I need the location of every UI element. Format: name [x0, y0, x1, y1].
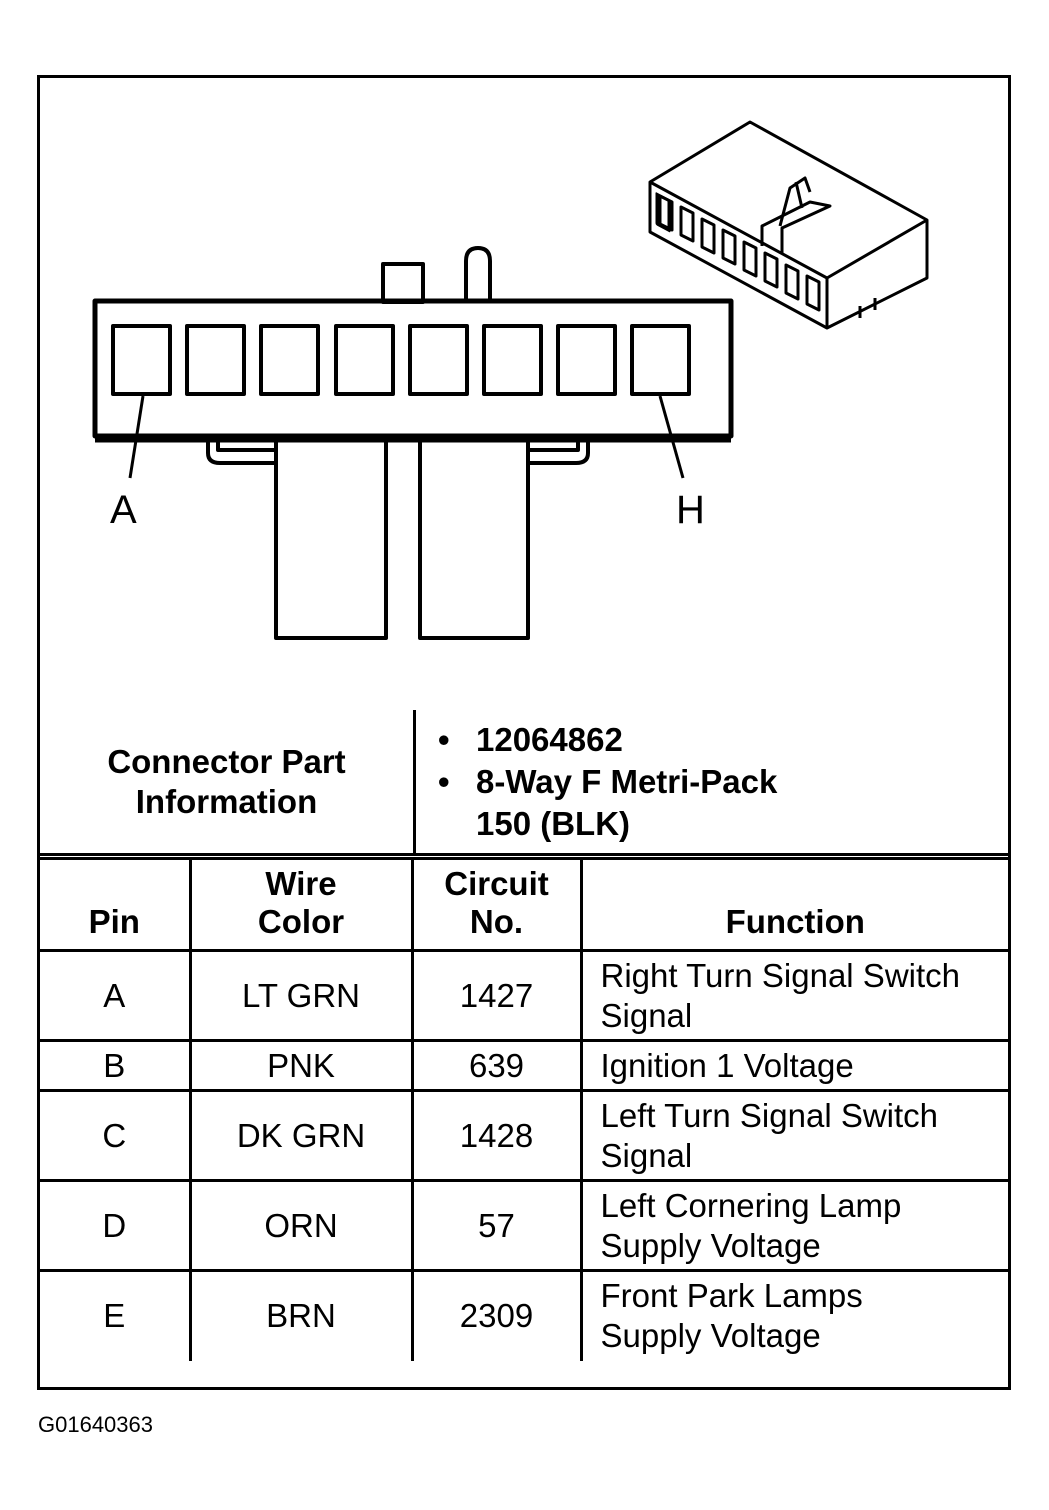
pin-cavity-e: [408, 324, 469, 396]
pin-label-h: H: [676, 488, 705, 532]
pin-table-header: Pin Wire Color Circuit No. Function: [40, 857, 1008, 952]
pin-cell: D: [40, 1179, 192, 1272]
connector-tab: [381, 262, 425, 304]
leader-line-a: [128, 395, 145, 479]
header-pin: Pin: [40, 857, 192, 952]
pin-cell: E: [40, 1269, 192, 1361]
figure-code: G01640363: [38, 1412, 153, 1437]
function-cell: Ignition 1 Voltage: [579, 1039, 1008, 1092]
wire-harness-left: [274, 438, 388, 640]
connector-part-info-label: Connector Part Information: [40, 710, 416, 856]
connector-figure-frame: A H Connector Part Information 12064862 …: [37, 75, 1011, 1390]
circuit-cell: 2309: [410, 1269, 583, 1361]
wire-color-cell: DK GRN: [188, 1089, 414, 1182]
pin-cavity-d: [334, 324, 395, 396]
wire-color-cell: PNK: [188, 1039, 414, 1092]
function-cell: Left Turn Signal Switch Signal: [579, 1089, 1008, 1182]
function-cell: Front Park Lamps Supply Voltage: [579, 1269, 1008, 1361]
table-row: B PNK 639 Ignition 1 Voltage: [40, 1039, 1008, 1092]
wire-color-cell: LT GRN: [188, 949, 414, 1042]
wire-color-cell: ORN: [188, 1179, 414, 1272]
connector-isometric-view: [648, 120, 929, 330]
function-cell: Right Turn Signal Switch Signal: [579, 949, 1008, 1042]
wire-color-cell: BRN: [188, 1269, 414, 1361]
pin-table: Pin Wire Color Circuit No. Function A LT…: [40, 857, 1008, 1361]
connector-clip-right: [528, 440, 590, 465]
table-row: D ORN 57 Left Cornering Lamp Supply Volt…: [40, 1179, 1008, 1272]
pin-cavity-h: [630, 324, 691, 396]
connector-drawing: [92, 120, 929, 640]
pin-label-a: A: [110, 488, 137, 532]
connector-part-info-table: Connector Part Information 12064862 8-Wa…: [40, 710, 1008, 856]
circuit-cell: 57: [410, 1179, 583, 1272]
leader-line-h: [658, 395, 685, 479]
pin-cavity-a: [111, 324, 172, 396]
connector-body: [92, 298, 734, 439]
connector-diagram: A H: [40, 78, 1008, 710]
header-wire-color: Wire Color: [188, 857, 414, 952]
wire-harness-right: [418, 438, 530, 640]
pin-cell: B: [40, 1039, 192, 1092]
pin-cavity-c: [259, 324, 320, 396]
table-row: E BRN 2309 Front Park Lamps Supply Volta…: [40, 1269, 1008, 1361]
header-circuit: Circuit No.: [410, 857, 583, 952]
circuit-cell: 1427: [410, 949, 583, 1042]
pin-cavity-f: [482, 324, 543, 396]
connector-description-cont: 150 (BLK): [476, 804, 631, 842]
connector-latch: [464, 246, 492, 301]
connector-part-info-value: 12064862 8-Way F Metri-Pack 150 (BLK): [413, 710, 1008, 856]
table-row: C DK GRN 1428 Left Turn Signal Switch Si…: [40, 1089, 1008, 1182]
part-number: 12064862: [438, 719, 1007, 761]
pin-cavity-b: [185, 324, 246, 396]
table-row: A LT GRN 1427 Right Turn Signal Switch S…: [40, 949, 1008, 1042]
header-function: Function: [579, 857, 1008, 952]
connector-description: 8-Way F Metri-Pack: [438, 761, 1007, 803]
function-cell: Left Cornering Lamp Supply Voltage: [579, 1179, 1008, 1272]
pin-cell: C: [40, 1089, 192, 1182]
pin-cavity-g: [556, 324, 617, 396]
circuit-cell: 639: [410, 1039, 583, 1092]
circuit-cell: 1428: [410, 1089, 583, 1182]
pin-cell: A: [40, 949, 192, 1042]
connector-clip-left: [206, 440, 276, 465]
